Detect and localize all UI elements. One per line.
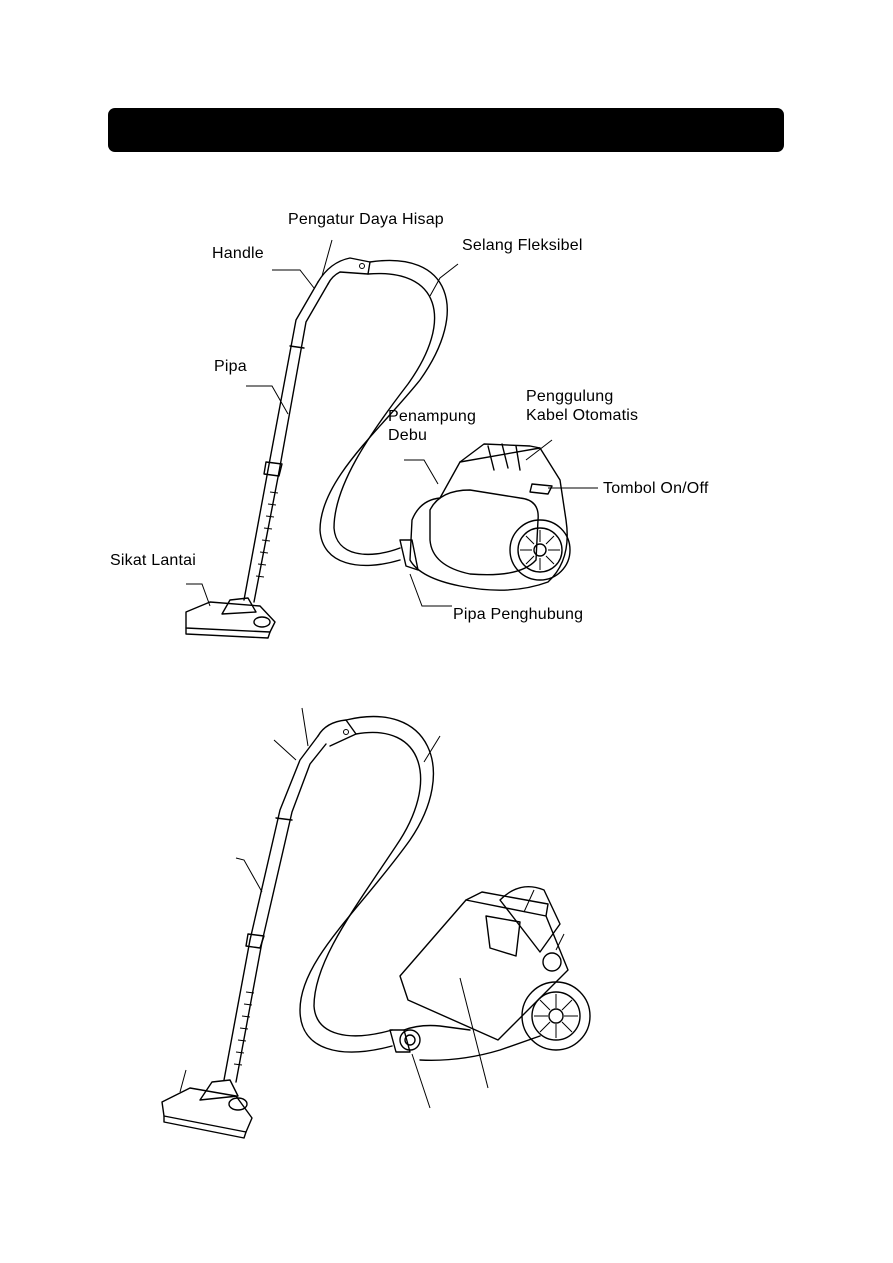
leader-lines-1 [186,239,598,607]
label-connector-pipe: Pipa Penghubung [453,606,584,623]
label-dust-container: Penampung Debu [388,408,477,444]
hose-drawing-2 [299,715,435,1053]
floor-brush-drawing-2 [161,1079,253,1139]
pipe-drawing [243,281,329,603]
label-power-button: Tombol On/Off [603,480,709,497]
label-suction-regulator: Pengatur Daya Hisap [288,211,444,228]
label-flexible-hose: Selang Fleksibel [462,237,583,254]
section-header-bar [108,108,784,152]
vacuum-body-drawing-2 [389,886,591,1061]
pipe-drawing-2 [223,735,327,1083]
label-handle: Handle [212,245,264,262]
hose-drawing [317,257,448,567]
label-floor-brush: Sikat Lantai [110,552,197,569]
leader-lines-2 [179,707,565,1109]
vacuum-body-drawing [399,443,571,591]
label-cord-rewinder: Penggulung Kabel Otomatis [526,388,639,424]
floor-brush-drawing [185,597,276,639]
label-pipe: Pipa [214,358,247,375]
